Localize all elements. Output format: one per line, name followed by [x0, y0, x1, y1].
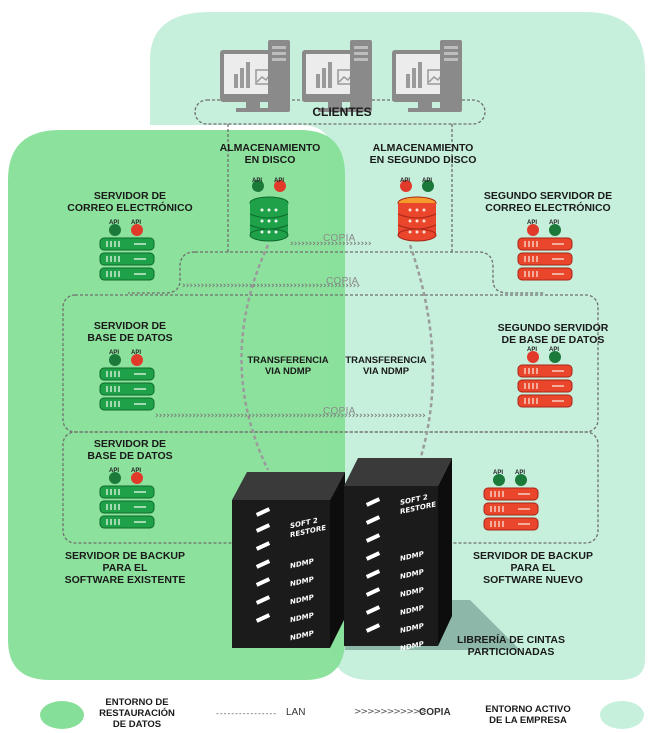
- svg-text:API: API: [549, 220, 559, 226]
- second-disk-storage-label: ALMACENAMIENTO EN SEGUNDO DISCO: [369, 142, 477, 166]
- db-server-label: SERVIDOR DE BASE DE DATOS: [87, 320, 173, 344]
- svg-text:API: API: [422, 178, 432, 184]
- legend-active-env-label: ENTORNO ACTIVO DE LA EMPRESA: [485, 704, 571, 726]
- copy-arrows-1: ››››››››››››››››››››››: [290, 239, 372, 249]
- second-disk-storage-icon: [397, 196, 437, 242]
- second-mail-server-icon: [517, 237, 573, 281]
- tape-library-label: LIBRERÍA DE CINTAS PARTICIONADAS: [457, 634, 565, 658]
- legend-lan-sample: ----------------: [215, 709, 277, 718]
- client-computer-1: [219, 39, 291, 113]
- copy-label-3: COPIA: [323, 406, 356, 417]
- second-db-server-label: SEGUNDO SERVIDOR DE BASE DE DATOS: [497, 322, 609, 346]
- backup-new-label: SERVIDOR DE BACKUP PARA EL SOFTWARE NUEV…: [473, 550, 593, 586]
- svg-text:API: API: [252, 178, 262, 184]
- copy-arrows-2: ››››››››››››››››››››››››››››››››››››››››…: [182, 281, 360, 291]
- svg-text:API: API: [527, 220, 537, 226]
- tape-library-rack-2: [344, 458, 452, 646]
- copy-arrows-3: ››››››››››››››››››››››››››››››››››››››››…: [155, 411, 426, 421]
- new-backup-server-icon: [483, 487, 539, 531]
- disk-storage-icon: [249, 196, 289, 242]
- svg-text:API: API: [527, 347, 537, 353]
- copy-label-1: COPIA: [323, 233, 356, 244]
- second-db-server-icon: [517, 364, 573, 408]
- svg-text:API: API: [549, 347, 559, 353]
- legend-restore-swatch: [40, 701, 84, 729]
- svg-text:API: API: [131, 350, 141, 356]
- transfer-ndmp-left-label: TRANSFERENCIA VIA NDMP: [247, 355, 329, 377]
- legend-lan-label: LAN: [286, 707, 306, 718]
- lan-lines: [62, 99, 599, 544]
- svg-text:API: API: [109, 468, 119, 474]
- transfer-ndmp-right-label: TRANSFERENCIA VIA NDMP: [345, 355, 427, 377]
- db-server-icon: [99, 367, 155, 411]
- tape-library-rack-1: [232, 472, 345, 648]
- copy-label-2: COPIA: [326, 276, 359, 287]
- backup-existing-label: SERVIDOR DE BACKUP PARA EL SOFTWARE EXIS…: [64, 550, 186, 586]
- svg-text:API: API: [274, 178, 284, 184]
- client-computer-2: [301, 39, 373, 113]
- db-server-2-label: SERVIDOR DE BASE DE DATOS: [87, 438, 173, 462]
- svg-text:API: API: [131, 220, 141, 226]
- svg-text:API: API: [109, 220, 119, 226]
- legend-restore-env-label: ENTORNO DE RESTAURACIÓN DE DATOS: [99, 697, 175, 730]
- disk-storage-label: ALMACENAMIENTO EN DISCO: [219, 142, 321, 166]
- svg-text:API: API: [493, 470, 503, 476]
- svg-text:API: API: [109, 350, 119, 356]
- mail-server-icon: [99, 237, 155, 281]
- mail-server-label: SERVIDOR DE CORREO ELECTRÓNICO: [67, 190, 193, 214]
- db-server-2-icon: [99, 485, 155, 529]
- legend-copy-sample: >>>>>>>>>>>: [354, 707, 427, 717]
- clients-label: CLIENTES: [312, 105, 372, 119]
- legend-active-swatch: [600, 701, 644, 729]
- svg-text:API: API: [515, 470, 525, 476]
- svg-text:API: API: [131, 468, 141, 474]
- legend-copy-label: COPIA: [419, 707, 451, 718]
- svg-text:API: API: [400, 178, 410, 184]
- second-mail-server-label: SEGUNDO SERVIDOR DE CORREO ELECTRÓNICO: [483, 190, 613, 214]
- client-computer-3: [391, 39, 463, 113]
